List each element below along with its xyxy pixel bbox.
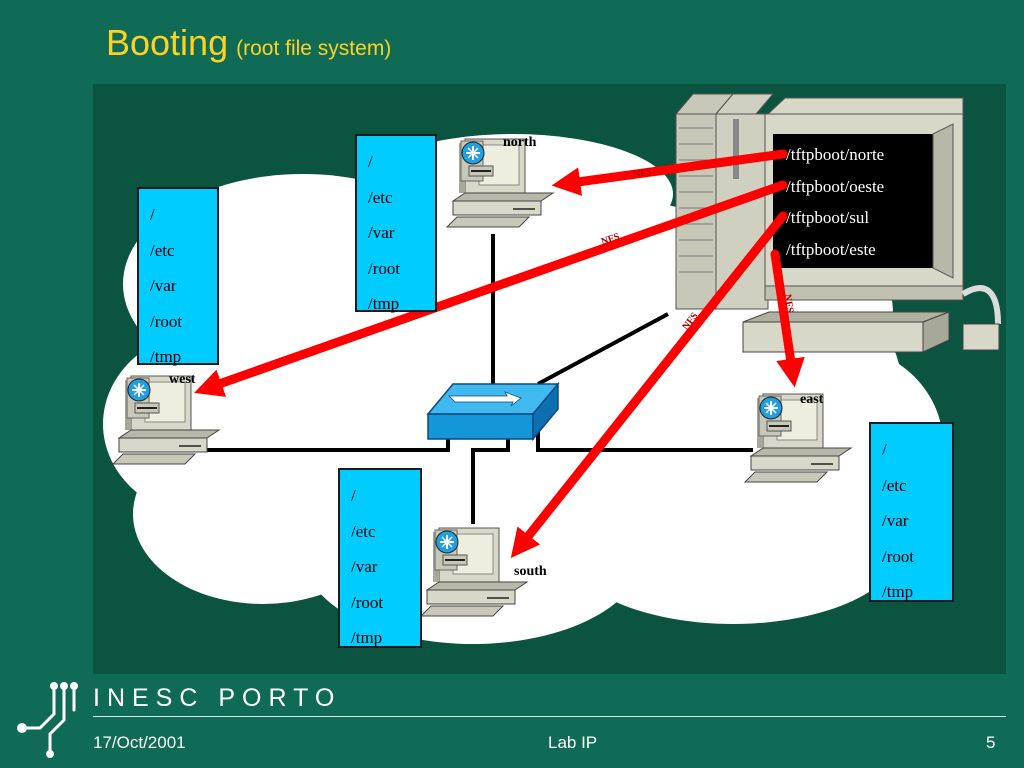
dir-entry: /root xyxy=(351,592,384,612)
dir-box-east: / /etc /var /root /tmp xyxy=(869,422,954,602)
dir-entry: /var xyxy=(150,276,177,296)
dir-entry: /root xyxy=(882,546,915,566)
network-diagram: /tftpboot/norte /tftpboot/oeste /tftpboo… xyxy=(93,84,1006,674)
server-path-norte: /tftpboot/norte xyxy=(786,145,885,164)
dir-box-north: / /etc /var /root /tmp xyxy=(355,134,437,313)
server-export-list: /tftpboot/norte /tftpboot/oeste /tftpboo… xyxy=(776,139,928,265)
nfs-arrows xyxy=(194,149,805,559)
brand-name: INESC PORTO xyxy=(93,684,342,712)
network-switch xyxy=(426,381,560,442)
page-number: 5 xyxy=(986,733,996,752)
dir-entry: /var xyxy=(368,223,395,243)
dir-entry: /etc xyxy=(368,187,393,207)
dir-entry: / xyxy=(882,440,887,459)
nfs-arrow-east xyxy=(770,249,805,388)
host-label-west: west xyxy=(169,372,196,387)
dir-box-south: / /etc /var /root /tmp xyxy=(338,468,422,648)
host-label-north: north xyxy=(503,135,537,150)
dir-entry: /root xyxy=(150,311,183,331)
footer-divider xyxy=(93,716,1006,717)
dir-entry: /tmp xyxy=(368,294,400,314)
dir-box-west: / /etc /var /root /tmp xyxy=(137,187,219,366)
slide-title: Booting (root file system) xyxy=(106,22,391,64)
host-label-south: south xyxy=(514,564,547,579)
server-path-este: /tftpboot/este xyxy=(786,239,876,259)
title-main: Booting xyxy=(106,22,229,63)
dir-entry: / xyxy=(351,486,356,505)
nfs-arrow-north xyxy=(551,149,788,196)
server-path-oeste: /tftpboot/oeste xyxy=(786,176,885,196)
dir-entry: /var xyxy=(882,511,909,531)
dir-entry: / xyxy=(368,152,373,171)
dir-entry: /etc xyxy=(150,240,175,260)
dir-entry: /root xyxy=(368,258,401,278)
dir-entry: /etc xyxy=(882,475,907,495)
footer-center: Lab IP xyxy=(548,733,598,752)
dir-entry: /var xyxy=(351,557,378,577)
dir-entry: / xyxy=(150,205,155,224)
dir-entry: /tmp xyxy=(882,582,914,602)
dir-entry: /etc xyxy=(351,521,376,541)
nfs-arrow-south xyxy=(510,211,788,559)
nfs-arrow-west xyxy=(194,180,788,397)
host-label-east: east xyxy=(800,392,824,407)
dir-entry: /tmp xyxy=(150,347,182,367)
server-path-sul: /tftpboot/sul xyxy=(786,208,870,227)
footer-date: 17/Oct/2001 xyxy=(93,733,186,752)
dir-entry: /tmp xyxy=(351,628,383,648)
inesc-logo-icon xyxy=(17,682,78,758)
title-subtitle: (root file system) xyxy=(236,37,392,60)
server-computer xyxy=(674,92,1001,353)
